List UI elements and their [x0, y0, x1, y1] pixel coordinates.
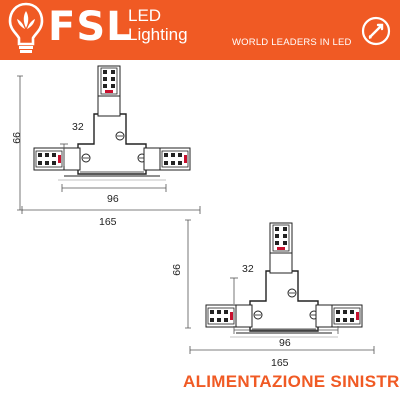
product-caption: ALIMENTAZIONE SINISTRA	[183, 372, 400, 391]
brand-tagline: WORLD LEADERS IN LED	[232, 37, 352, 48]
rocket-icon	[361, 16, 391, 46]
brand-subtitle-led: LED	[128, 6, 162, 25]
tee-connector-drawing-2: 99 32 96 165	[170, 219, 375, 369]
technical-drawing-area: 99 32 96 165 99 32 96 165	[10, 60, 375, 369]
brand-header: FSL LED Lighting WORLD LEADERS IN LED	[0, 0, 400, 60]
bottom-width-dimension: 96	[107, 193, 119, 205]
step-dimension: 32	[242, 263, 254, 275]
brand-subtitle-lighting: Lighting	[128, 25, 188, 44]
tee-connector-drawing-1: 99 32 96 165	[10, 66, 201, 228]
step-dimension: 32	[72, 121, 84, 133]
total-width-dimension: 165	[99, 216, 117, 228]
brand-name: FSL	[48, 4, 133, 50]
lotus-bulb-icon	[8, 2, 44, 53]
bottom-width-dimension: 96	[279, 337, 291, 349]
total-width-dimension: 165	[271, 357, 289, 369]
height-dimension: 99	[170, 264, 182, 276]
height-dimension: 99	[10, 132, 22, 144]
